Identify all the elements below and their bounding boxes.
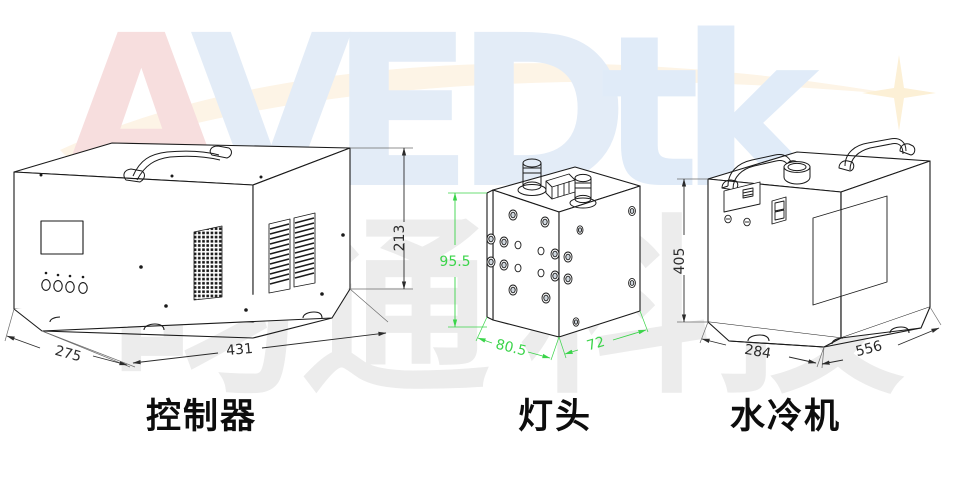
controller-dim-d-line-a xyxy=(6,335,41,349)
chiller-foot-1 xyxy=(747,334,770,342)
controller-dim-w-line-a xyxy=(132,352,219,365)
chiller-dim-depth-text: 284 xyxy=(743,342,772,362)
component-lamphead xyxy=(486,158,641,338)
lamphead-corner-screws xyxy=(572,205,636,327)
watermark-sparkle xyxy=(862,55,936,131)
controller-screws xyxy=(39,173,345,312)
lamphead-dim-depth-text: 72 xyxy=(585,334,607,354)
controller-display-window xyxy=(40,220,84,255)
chiller-foot-3 xyxy=(889,326,910,334)
lamphead-ext-w-a xyxy=(475,316,488,342)
controller-connector-3 xyxy=(65,281,75,293)
controller-connector-dot-2 xyxy=(56,273,60,277)
controller-ext-d-a xyxy=(4,308,15,342)
label-lamphead: 灯头 xyxy=(518,397,593,437)
controller-ext-w-a xyxy=(41,330,136,368)
controller-foot-1 xyxy=(143,323,165,331)
lamphead-ext-d-a xyxy=(558,336,567,359)
chiller-dim-w-line-a xyxy=(821,359,844,365)
controller-connector-group xyxy=(41,271,88,294)
chiller-ports xyxy=(724,214,751,227)
lamphead-dimensions: 95.5 80.5 72 xyxy=(439,192,649,361)
lamphead-ext-d-b xyxy=(639,310,649,333)
chiller-digital-display xyxy=(723,181,761,213)
label-chiller: 水冷机 xyxy=(730,397,842,437)
lamphead-dim-w-line-a xyxy=(477,337,493,344)
chiller-dim-d-line-b xyxy=(788,356,817,364)
lamphead-dim-d-line-a xyxy=(564,349,579,355)
lamphead-left-edge xyxy=(486,189,494,321)
controller-dimensions: 213 275 431 xyxy=(4,147,413,368)
chiller-handle-right xyxy=(838,138,916,172)
controller-connector-2 xyxy=(53,280,63,292)
watermark-swoosh xyxy=(60,63,900,160)
chiller-ext-d-b xyxy=(816,346,825,368)
lamphead-electrical-connector xyxy=(545,173,576,200)
chiller-dim-width-text: 556 xyxy=(854,338,884,360)
controller-base-edge xyxy=(41,317,333,339)
controller-dim-w-line-b xyxy=(261,331,387,349)
chiller-dim-height-text: 405 xyxy=(672,248,688,275)
chiller-dim-w-line-b xyxy=(897,327,940,346)
controller-connector-dot-1 xyxy=(44,271,48,275)
component-chiller xyxy=(707,138,931,348)
controller-connector-1 xyxy=(41,279,51,291)
chiller-rocker-switch xyxy=(771,196,787,225)
controller-dim-depth-text: 275 xyxy=(53,343,83,365)
lamphead-dim-width-text: 80.5 xyxy=(494,337,528,360)
controller-foot-2 xyxy=(302,311,323,319)
lamphead-dim-d-line-b xyxy=(612,329,647,341)
controller-coil-vent-right xyxy=(293,212,316,288)
chiller-dimensions: 405 284 556 xyxy=(672,178,942,369)
chiller-side-panel xyxy=(812,195,888,306)
controller-dim-height-text: 213 xyxy=(392,225,408,252)
chiller-ext-w-b xyxy=(929,306,942,326)
controller-handle xyxy=(123,145,232,183)
controller-coil-vent-left xyxy=(268,218,291,294)
controller-connector-4 xyxy=(78,282,88,294)
controller-foot-3 xyxy=(49,316,61,323)
controller-connector-dot-3 xyxy=(68,274,72,278)
controller-mesh-vent xyxy=(193,225,223,301)
chiller-dim-d-line-a xyxy=(701,338,727,346)
chiller-ext-d-a xyxy=(699,321,709,344)
lamphead-ext-w-b xyxy=(550,336,560,361)
label-controller: 控制器 xyxy=(146,397,258,437)
watermark-letter-E: E xyxy=(330,0,473,235)
chiller-foot-2 xyxy=(831,337,844,345)
component-controller xyxy=(13,142,351,339)
lamphead-hole-array xyxy=(486,209,573,304)
lamphead-dim-w-line-b xyxy=(527,351,551,359)
controller-ext-w-b xyxy=(349,288,389,323)
controller-dim-width-text: 431 xyxy=(226,341,254,359)
lamphead-dim-height-text: 95.5 xyxy=(439,254,470,270)
chiller-filler-cap xyxy=(783,161,811,185)
controller-base-skirt xyxy=(13,288,351,332)
controller-dim-d-line-b xyxy=(92,355,128,366)
controller-connector-dot-4 xyxy=(81,275,85,279)
